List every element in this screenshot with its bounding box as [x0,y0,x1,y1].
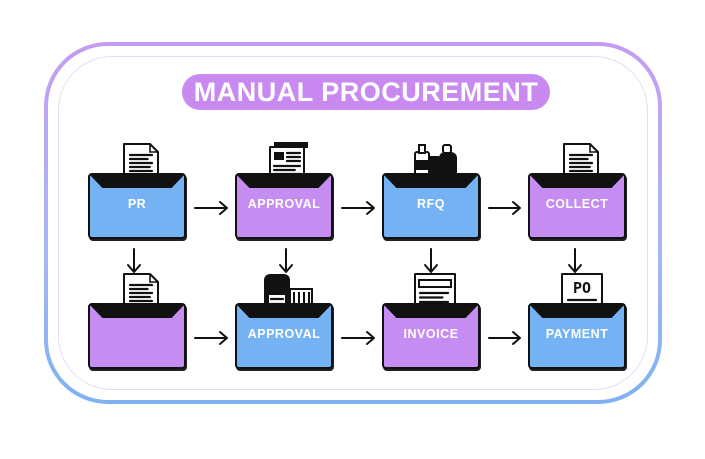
folder-slot [236,174,332,188]
flow-arrow-right [488,331,521,345]
step-folder-6: APPROVAL [235,303,333,369]
folder-slot [89,174,185,188]
folder-slot [383,304,479,318]
folder-slot [529,304,625,318]
po-label: PO [573,279,591,297]
flow-arrow-down [568,248,582,273]
flow-arrow-right [341,331,375,345]
folder-slot [529,174,625,188]
step-label: APPROVAL [247,197,321,211]
step-folder-1: PR [88,173,186,239]
flow-arrow-right [341,201,375,215]
step-folder-5 [88,303,186,369]
folder-slot [89,304,185,318]
flow-arrow-down [127,248,141,273]
step-folder-8: PAYMENT [528,303,626,369]
step-folder-3: RFQ [382,173,480,239]
step-folder-4: COLLECT [528,173,626,239]
step-folder-7: INVOICE [382,303,480,369]
step-label: APPROVAL [247,327,321,341]
step-label: PAYMENT [545,327,609,341]
step-label: RFQ [417,197,445,211]
flow-arrow-down [424,248,438,273]
step-label: PR [127,197,147,211]
flow-arrow-right [194,331,228,345]
flow-arrow-down [279,248,293,273]
folder-slot [236,304,332,318]
folder-slot [383,174,479,188]
step-label: COLLECT [545,197,609,211]
step-label: INVOICE [403,327,459,341]
step-folder-2: APPROVAL [235,173,333,239]
flow-arrow-right [488,201,521,215]
diagram-title: MANUAL PROCUREMENT [182,74,550,110]
flow-arrow-right [194,201,228,215]
